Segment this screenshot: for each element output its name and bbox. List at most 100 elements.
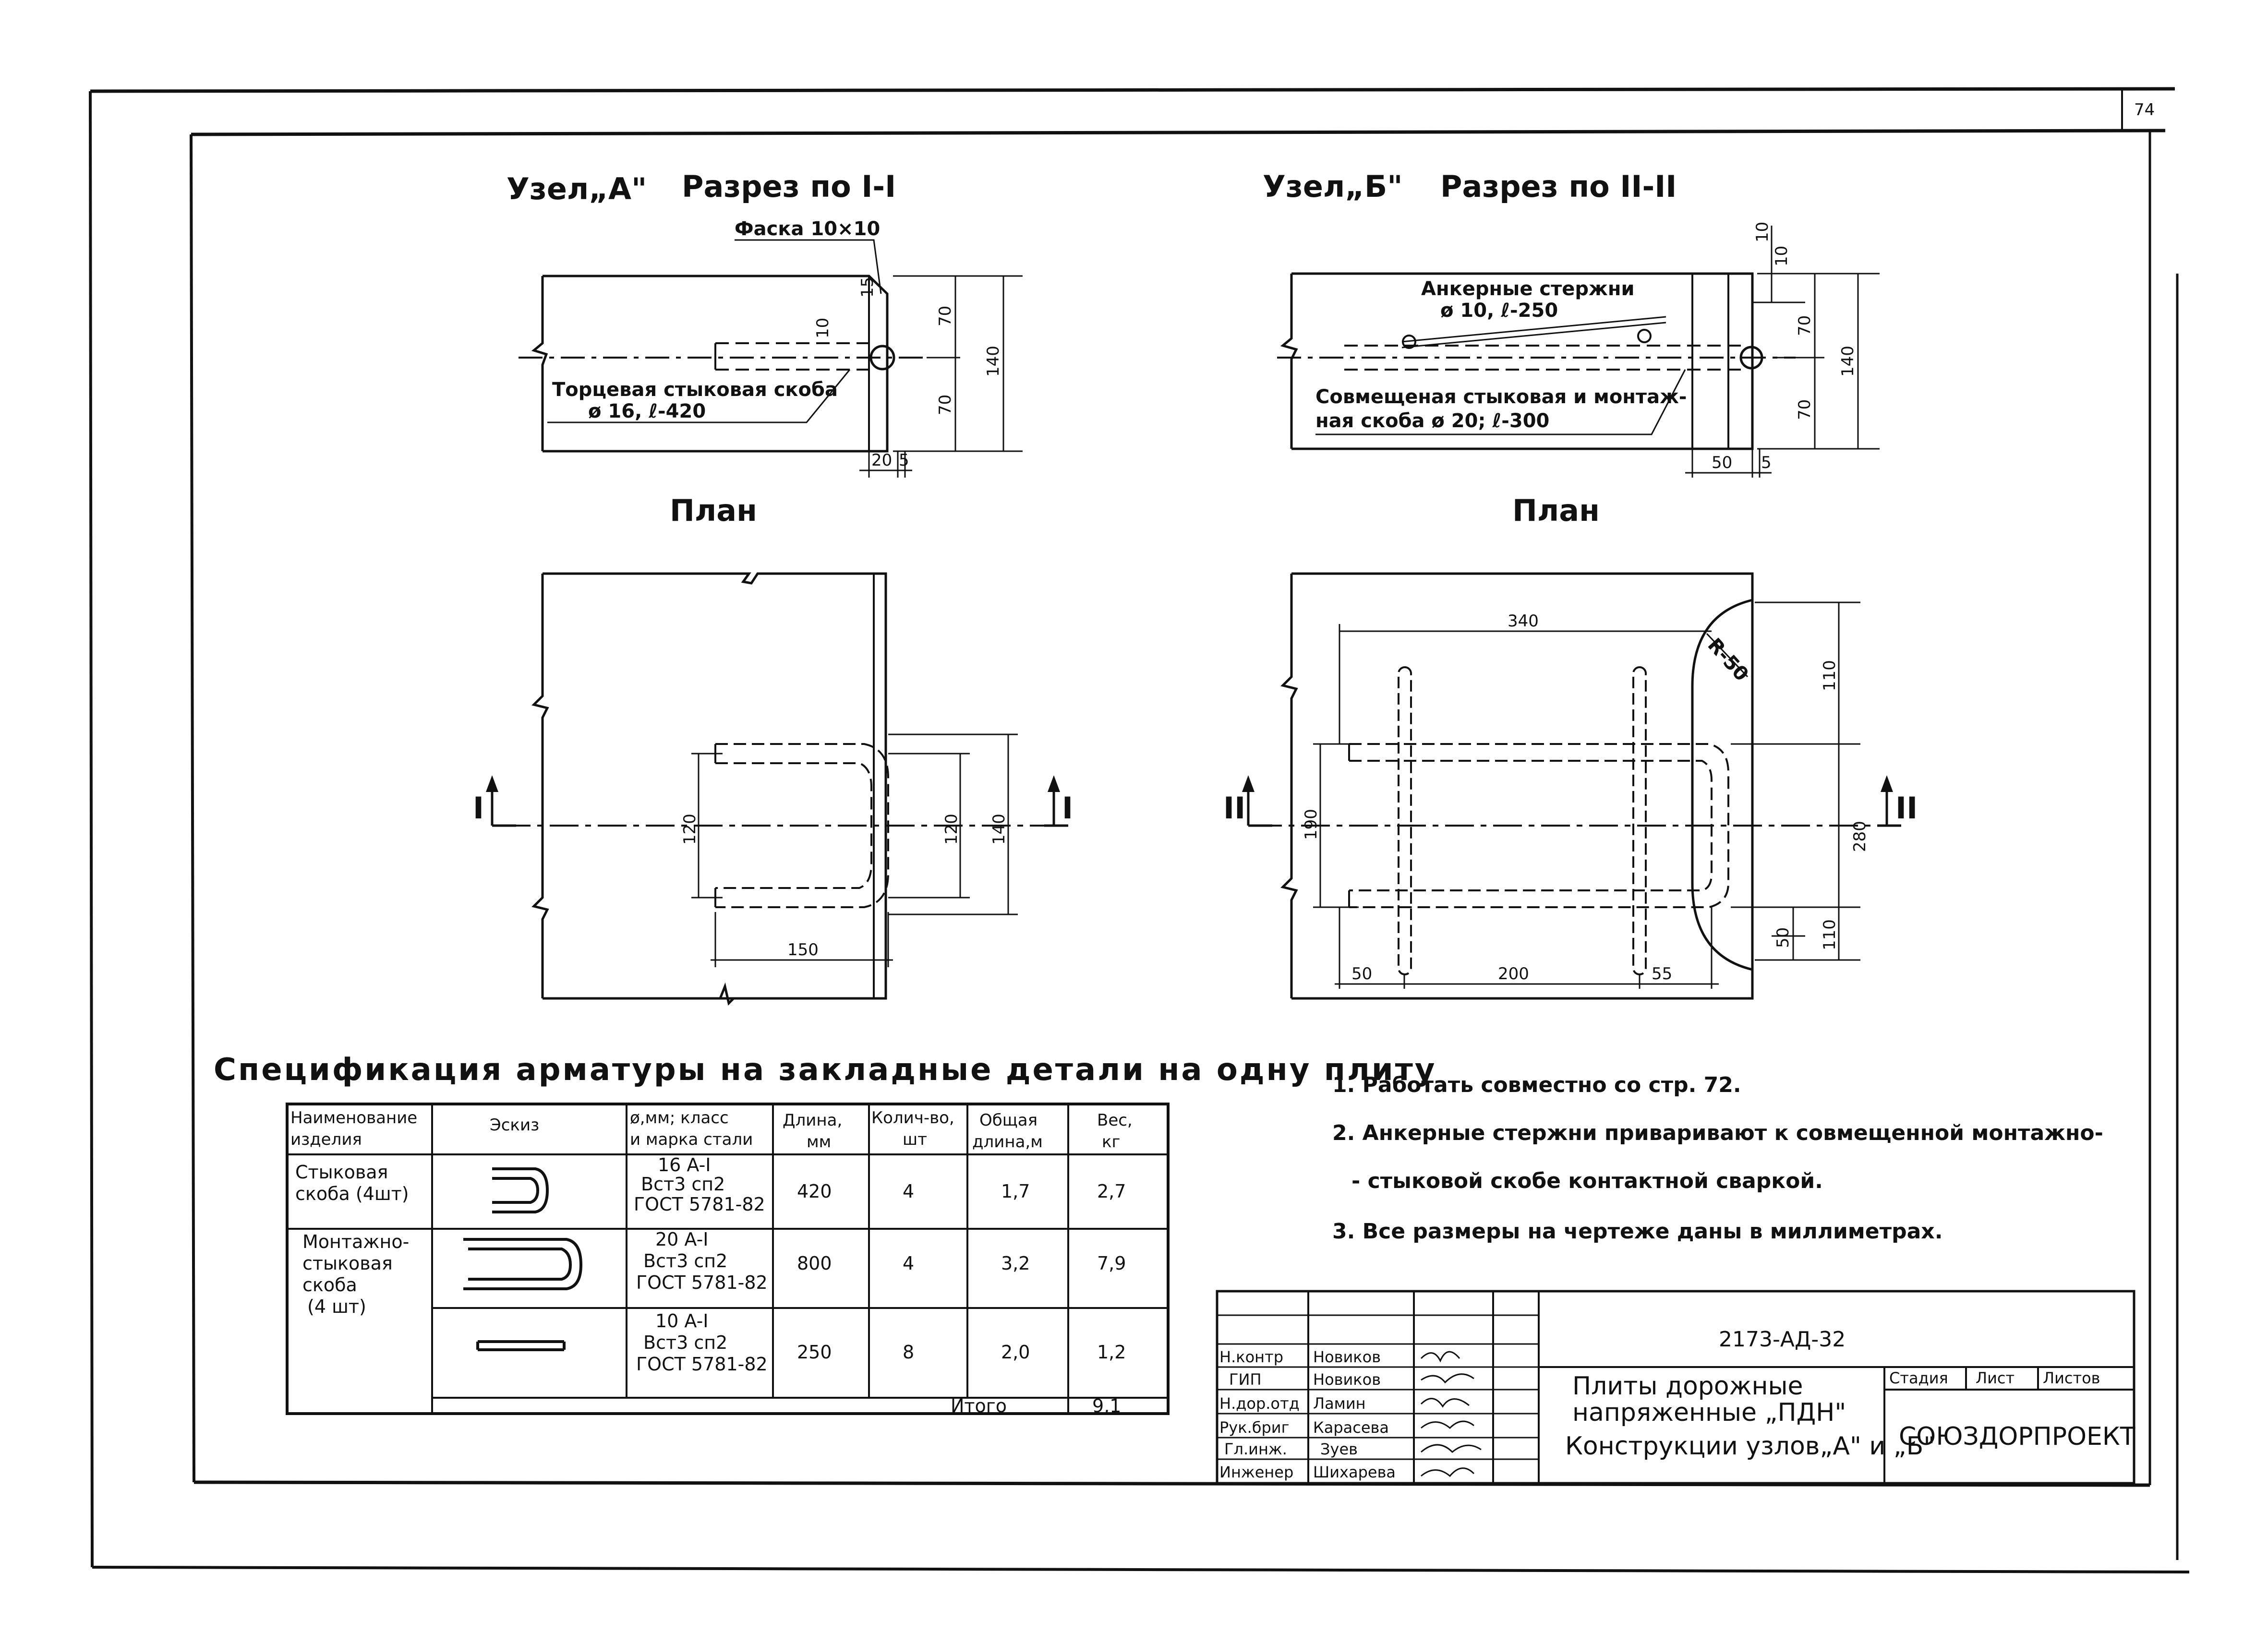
spec-r3-steel-3: ГОСТ 5781-82 <box>636 1354 768 1375</box>
spec-r2-total: 3,2 <box>1001 1253 1030 1274</box>
node-b-dim-10b: 10 <box>1772 246 1791 266</box>
node-a-title: Узел„А" <box>507 171 647 206</box>
spec-r2-name-4: (4 шт) <box>307 1296 366 1317</box>
spec-r1-name-2: скоба (4шт) <box>295 1183 409 1204</box>
spec-r1-name-1: Стыковая <box>295 1162 388 1183</box>
spec-r1-sketch <box>492 1167 549 1213</box>
node-a-bar-section <box>869 345 895 371</box>
node-b-bar-section <box>1739 346 1763 370</box>
node-a-plan-title: План <box>670 493 757 528</box>
spec-r1-steel-2: Вст3 сп2 <box>641 1174 725 1195</box>
node-b-plan-dim-110-bot: 110 <box>1820 919 1839 950</box>
node-a-section: Узел„А" Разрез по I-I Фаска 10×10 Торцев… <box>507 169 1023 478</box>
spec-total-value: 9,1 <box>1092 1395 1121 1416</box>
node-a-dim-5: 5 <box>899 451 909 470</box>
sheet-number: 74 <box>2134 100 2155 120</box>
tb-title-1: Плиты дорожные <box>1572 1372 1803 1401</box>
spec-r2-name-1: Монтажно- <box>302 1231 409 1252</box>
note-3: 3. Все размеры на чертеже даны в миллиме… <box>1332 1219 1942 1244</box>
spec-r1-total: 1,7 <box>1001 1181 1030 1202</box>
tb-role-2: ГИП <box>1229 1370 1262 1389</box>
node-a-bracket-label-2: ø 16, ℓ-420 <box>588 400 706 422</box>
node-b-plan: План 340 R-50 110 280 110 50 190 50 200 <box>1223 493 1918 1000</box>
spec-h-qty-1: Колич-во, <box>871 1108 954 1128</box>
spec-r1-steel-1: 16 A-I <box>658 1154 711 1176</box>
spec-h-name-1: Наименование <box>290 1108 417 1128</box>
node-b-title: Узел„Б" <box>1263 169 1403 204</box>
spec-r2-name-3: скоба <box>302 1274 357 1296</box>
tb-title-3: Конструкции узлов„А" и „Б" <box>1565 1432 1935 1461</box>
node-a-dim-70-top: 70 <box>936 306 955 326</box>
spec-r2-steel-2: Вст3 сп2 <box>643 1250 727 1272</box>
tb-sheets: Листов <box>2043 1369 2100 1387</box>
spec-h-length-1: Длина, <box>783 1111 842 1130</box>
node-a-chamfer-label: Фаска 10×10 <box>735 218 880 240</box>
tb-role-6: Инженер <box>1219 1463 1293 1481</box>
spec-r2-steel-3: ГОСТ 5781-82 <box>636 1272 768 1293</box>
node-b-plan-dim-55: 55 <box>1652 964 1672 984</box>
node-b-plan-r50: R-50 <box>1703 634 1753 685</box>
tb-code: 2173-АД-32 <box>1719 1327 1846 1352</box>
node-a-plan-dim-120-left: 120 <box>680 814 700 845</box>
node-a-plan-dim-140: 140 <box>989 814 1009 845</box>
tb-name-4: Карасева <box>1313 1418 1389 1437</box>
notes: 1. Работать совместно со стр. 72. 2. Анк… <box>1332 1073 2103 1244</box>
node-a-section-title: Разрез по I-I <box>682 169 896 204</box>
spec-title: Спецификация арматуры на закладные детал… <box>214 1052 1437 1088</box>
spec-h-sketch: Эскиз <box>490 1116 539 1135</box>
spec-r1-steel-3: ГОСТ 5781-82 <box>634 1194 765 1215</box>
node-a-section-mark-left: I <box>473 791 484 826</box>
spec-r2-name-2: стыковая <box>302 1253 393 1274</box>
tb-stage: Стадия <box>1889 1369 1948 1387</box>
node-b-plan-dim-200: 200 <box>1498 964 1529 984</box>
node-a-plan-dim-150: 150 <box>787 940 819 960</box>
title-block: 2173-АД-32 Н.контр ГИП Н.дор.отд Рук.бри… <box>1216 1290 2135 1485</box>
spec-r2-weight: 7,9 <box>1097 1253 1126 1274</box>
node-a-dim-70-bot: 70 <box>936 395 955 415</box>
node-b-dim-70-bot: 70 <box>1795 399 1814 420</box>
spec-r3-weight: 1,2 <box>1097 1342 1126 1363</box>
spec-h-qty-2: шт <box>903 1130 927 1149</box>
node-b-dim-70-top: 70 <box>1795 315 1814 336</box>
spec-table: Спецификация арматуры на закладные детал… <box>214 1052 1437 1416</box>
node-b-section-title: Разрез по II-II <box>1440 169 1677 204</box>
spec-r3-qty: 8 <box>903 1342 914 1363</box>
node-b-anchor-label-1: Анкерные стержни <box>1421 278 1635 300</box>
node-a-bracket-label-1: Торцевая стыковая скоба <box>552 379 838 401</box>
node-b-dim-50: 50 <box>1712 453 1732 472</box>
note-2: 2. Анкерные стержни приваривают к совмещ… <box>1332 1121 2103 1145</box>
node-a-section-mark-right: I <box>1062 791 1073 826</box>
node-b-section-mark-right: II <box>1895 791 1918 826</box>
spec-r2-sketch <box>463 1238 583 1290</box>
spec-h-length-2: мм <box>807 1132 831 1152</box>
node-b-plan-dim-110-top: 110 <box>1820 660 1839 691</box>
node-b-dim-5: 5 <box>1761 453 1772 472</box>
tb-name-3: Ламин <box>1313 1394 1366 1413</box>
node-b-plan-dim-50-right: 50 <box>1773 927 1793 948</box>
tb-name-1: Новиков <box>1313 1348 1381 1366</box>
note-1: 1. Работать совместно со стр. 72. <box>1332 1073 1741 1097</box>
spec-h-total-1: Общая <box>979 1111 1037 1130</box>
spec-h-steel-1: ø,мм; класс <box>630 1108 729 1128</box>
tb-name-5: Зуев <box>1320 1440 1358 1458</box>
spec-r3-total: 2,0 <box>1001 1342 1030 1363</box>
spec-r2-steel-1: 20 A-I <box>655 1229 709 1250</box>
node-a-dim-140: 140 <box>984 346 1003 377</box>
tb-role-1: Н.контр <box>1219 1348 1283 1366</box>
spec-r3-sketch <box>476 1340 566 1351</box>
node-b-dim-140: 140 <box>1838 346 1858 377</box>
node-b-anchor-bar-left <box>1398 666 1412 975</box>
node-b-plan-title: План <box>1512 493 1600 528</box>
node-a-plan-dim-120-right: 120 <box>942 814 961 845</box>
node-a-dim-15: 15 <box>858 277 877 298</box>
spec-r1-length: 420 <box>797 1181 832 1202</box>
signatures <box>1420 1351 1482 1477</box>
spec-r3-length: 250 <box>797 1342 832 1363</box>
node-b-plan-dim-190: 190 <box>1302 809 1321 840</box>
tb-name-2: Новиков <box>1313 1370 1381 1389</box>
node-b-section: Узел„Б" Разрез по II-II Анкерные стержни… <box>1263 169 1880 478</box>
tb-name-6: Шихарева <box>1313 1463 1396 1481</box>
sheet-frame: 74 <box>89 87 2190 1573</box>
tb-title-2: напряженные „ПДН" <box>1572 1398 1846 1427</box>
